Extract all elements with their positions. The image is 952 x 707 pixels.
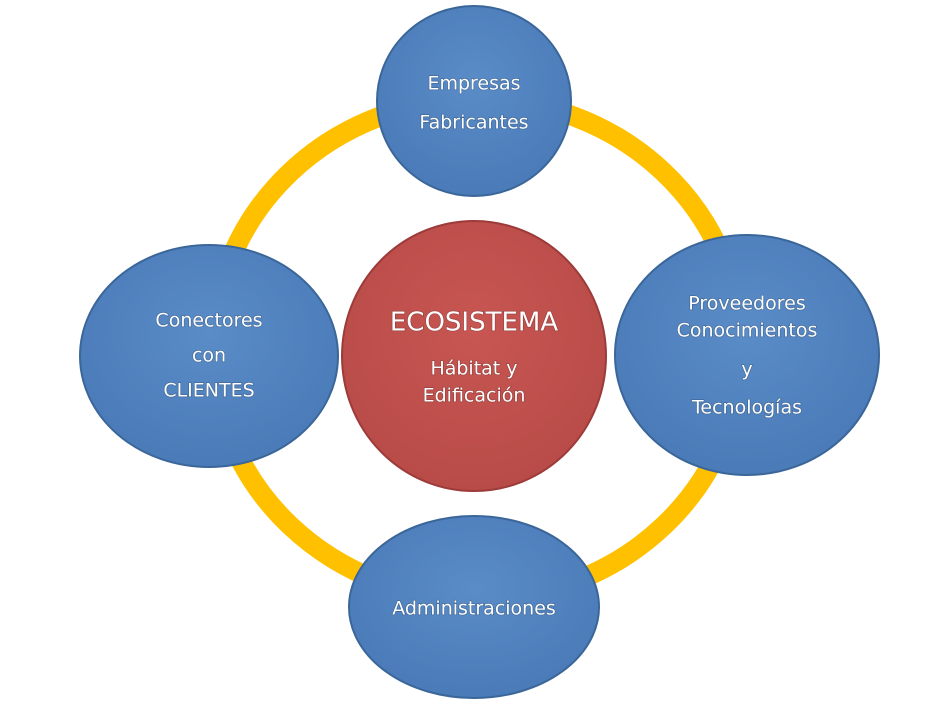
node-right-line1: Proveedores bbox=[688, 293, 805, 315]
node-conectores-clientes: Conectores con CLIENTES bbox=[79, 244, 339, 468]
node-top-line2: Fabricantes bbox=[419, 112, 528, 134]
center-title: ECOSISTEMA bbox=[390, 308, 558, 338]
node-ecosistema-center: ECOSISTEMA Hábitat y Edificación bbox=[341, 220, 607, 492]
node-proveedores-tecnologias: Proveedores Conocimientos y Tecnologías bbox=[614, 234, 880, 476]
node-left-line1: Conectores bbox=[155, 310, 262, 332]
node-right-line2: Conocimientos bbox=[677, 320, 818, 342]
node-bottom-line1: Administraciones bbox=[392, 598, 556, 620]
node-right-line4: Tecnologías bbox=[691, 397, 802, 419]
node-administraciones: Administraciones bbox=[348, 515, 600, 699]
node-right-line3: y bbox=[741, 359, 752, 381]
node-empresas-fabricantes: Empresas Fabricantes bbox=[376, 5, 572, 197]
node-left-line2: con bbox=[192, 345, 226, 367]
center-line1: Hábitat y bbox=[430, 358, 517, 380]
node-left-line3: CLIENTES bbox=[163, 380, 254, 402]
center-line2: Edificación bbox=[423, 385, 526, 407]
node-top-line1: Empresas bbox=[427, 73, 520, 95]
